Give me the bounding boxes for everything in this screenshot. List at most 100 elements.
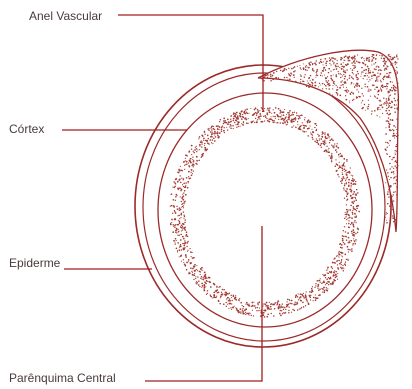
stipple-dot xyxy=(352,183,354,185)
stipple-dot xyxy=(351,233,352,234)
stipple-dot xyxy=(336,145,338,147)
stipple-dot xyxy=(183,186,184,187)
stipple-dot xyxy=(345,231,346,232)
stipple-dot xyxy=(352,178,354,180)
stipple-dot xyxy=(395,87,396,88)
stipple-dot xyxy=(274,116,276,118)
stipple-dot xyxy=(336,68,338,70)
stipple-dot xyxy=(233,118,235,120)
stipple-dot xyxy=(182,243,183,244)
stipple-dot xyxy=(389,77,390,78)
stipple-dot xyxy=(230,125,231,126)
stipple-dot xyxy=(375,80,377,82)
stipple-dot xyxy=(352,214,353,215)
stipple-dot xyxy=(173,181,175,183)
stipple-dot xyxy=(317,69,319,71)
stipple-dot xyxy=(267,109,268,110)
stipple-dot xyxy=(204,134,205,135)
stipple-dot xyxy=(270,76,271,77)
stipple-dot xyxy=(278,77,279,78)
stipple-dot xyxy=(274,308,275,309)
stipple-dot xyxy=(295,81,297,83)
stipple-dot xyxy=(261,121,262,122)
stipple-dot xyxy=(391,106,393,108)
stipple-dot xyxy=(302,302,304,304)
stipple-dot xyxy=(282,313,283,314)
stipple-dot xyxy=(332,60,333,61)
stipple-dot xyxy=(318,289,320,291)
stipple-dot xyxy=(300,79,301,80)
stipple-dot xyxy=(325,85,327,87)
stipple-dot xyxy=(331,145,332,146)
stipple-dot xyxy=(345,265,346,266)
stipple-dot xyxy=(350,249,351,250)
stipple-dot xyxy=(331,57,332,58)
stipple-dot xyxy=(320,138,322,140)
stipple-dot xyxy=(300,308,301,309)
stipple-dot xyxy=(353,200,355,202)
stipple-dot xyxy=(232,125,234,127)
stipple-dot xyxy=(267,120,269,122)
stipple-dot xyxy=(394,183,396,185)
stipple-dot xyxy=(229,126,230,127)
stipple-dot xyxy=(183,161,185,163)
stipple-dot xyxy=(223,120,225,122)
stipple-dot xyxy=(224,120,226,122)
stipple-dot xyxy=(397,107,399,109)
stipple-dot xyxy=(304,76,305,77)
stipple-dot xyxy=(393,130,395,132)
stipple-dot xyxy=(216,286,218,288)
stipple-dot xyxy=(344,71,345,72)
stipple-dot xyxy=(275,107,277,109)
stipple-dot xyxy=(335,65,336,66)
stipple-dot xyxy=(345,212,346,213)
stipple-dot xyxy=(338,154,340,156)
stipple-dot xyxy=(249,313,250,314)
stipple-dot xyxy=(223,123,224,124)
stipple-dot xyxy=(346,239,348,241)
stipple-dot xyxy=(347,249,349,251)
stipple-dot xyxy=(181,249,182,250)
stipple-dot xyxy=(361,88,362,89)
stipple-dot xyxy=(387,142,388,143)
stipple-dot xyxy=(201,156,202,157)
stipple-dot xyxy=(325,80,327,82)
stipple-dot xyxy=(345,170,346,171)
stipple-dot xyxy=(183,245,185,247)
stipple-dot xyxy=(177,215,178,216)
stipple-dot xyxy=(385,86,386,87)
stipple-dot xyxy=(187,251,188,252)
stipple-dot xyxy=(182,223,184,225)
stipple-dot xyxy=(233,295,234,296)
stipple-dot xyxy=(388,75,389,76)
stipple-dot xyxy=(352,72,353,73)
stipple-dot xyxy=(386,222,388,224)
stipple-dot xyxy=(351,185,352,186)
stipple-dot xyxy=(172,186,173,187)
stipple-dot xyxy=(342,256,343,257)
stipple-dot xyxy=(211,296,213,298)
stipple-dot xyxy=(322,141,324,143)
stipple-dot xyxy=(340,181,341,182)
stipple-dot xyxy=(393,173,394,174)
stipple-dot xyxy=(256,121,257,122)
stipple-dot xyxy=(334,262,336,264)
stipple-dot xyxy=(393,200,394,201)
stipple-dot xyxy=(182,226,183,227)
stipple-dot xyxy=(263,116,264,117)
stipple-dot xyxy=(300,293,301,294)
stipple-dot xyxy=(324,58,326,60)
stipple-dot xyxy=(181,198,182,199)
stipple-dot xyxy=(171,193,173,195)
stipple-dot xyxy=(346,69,347,70)
stipple-dot xyxy=(392,119,394,121)
stipple-dot xyxy=(356,76,357,77)
stipple-dot xyxy=(274,122,275,123)
stipple-dot xyxy=(253,315,254,316)
stipple-dot xyxy=(178,189,179,190)
stipple-dot xyxy=(356,74,357,75)
stipple-dot xyxy=(325,77,327,79)
stipple-dot xyxy=(248,305,249,306)
stipple-dot xyxy=(251,315,252,316)
stipple-dot xyxy=(364,60,365,61)
